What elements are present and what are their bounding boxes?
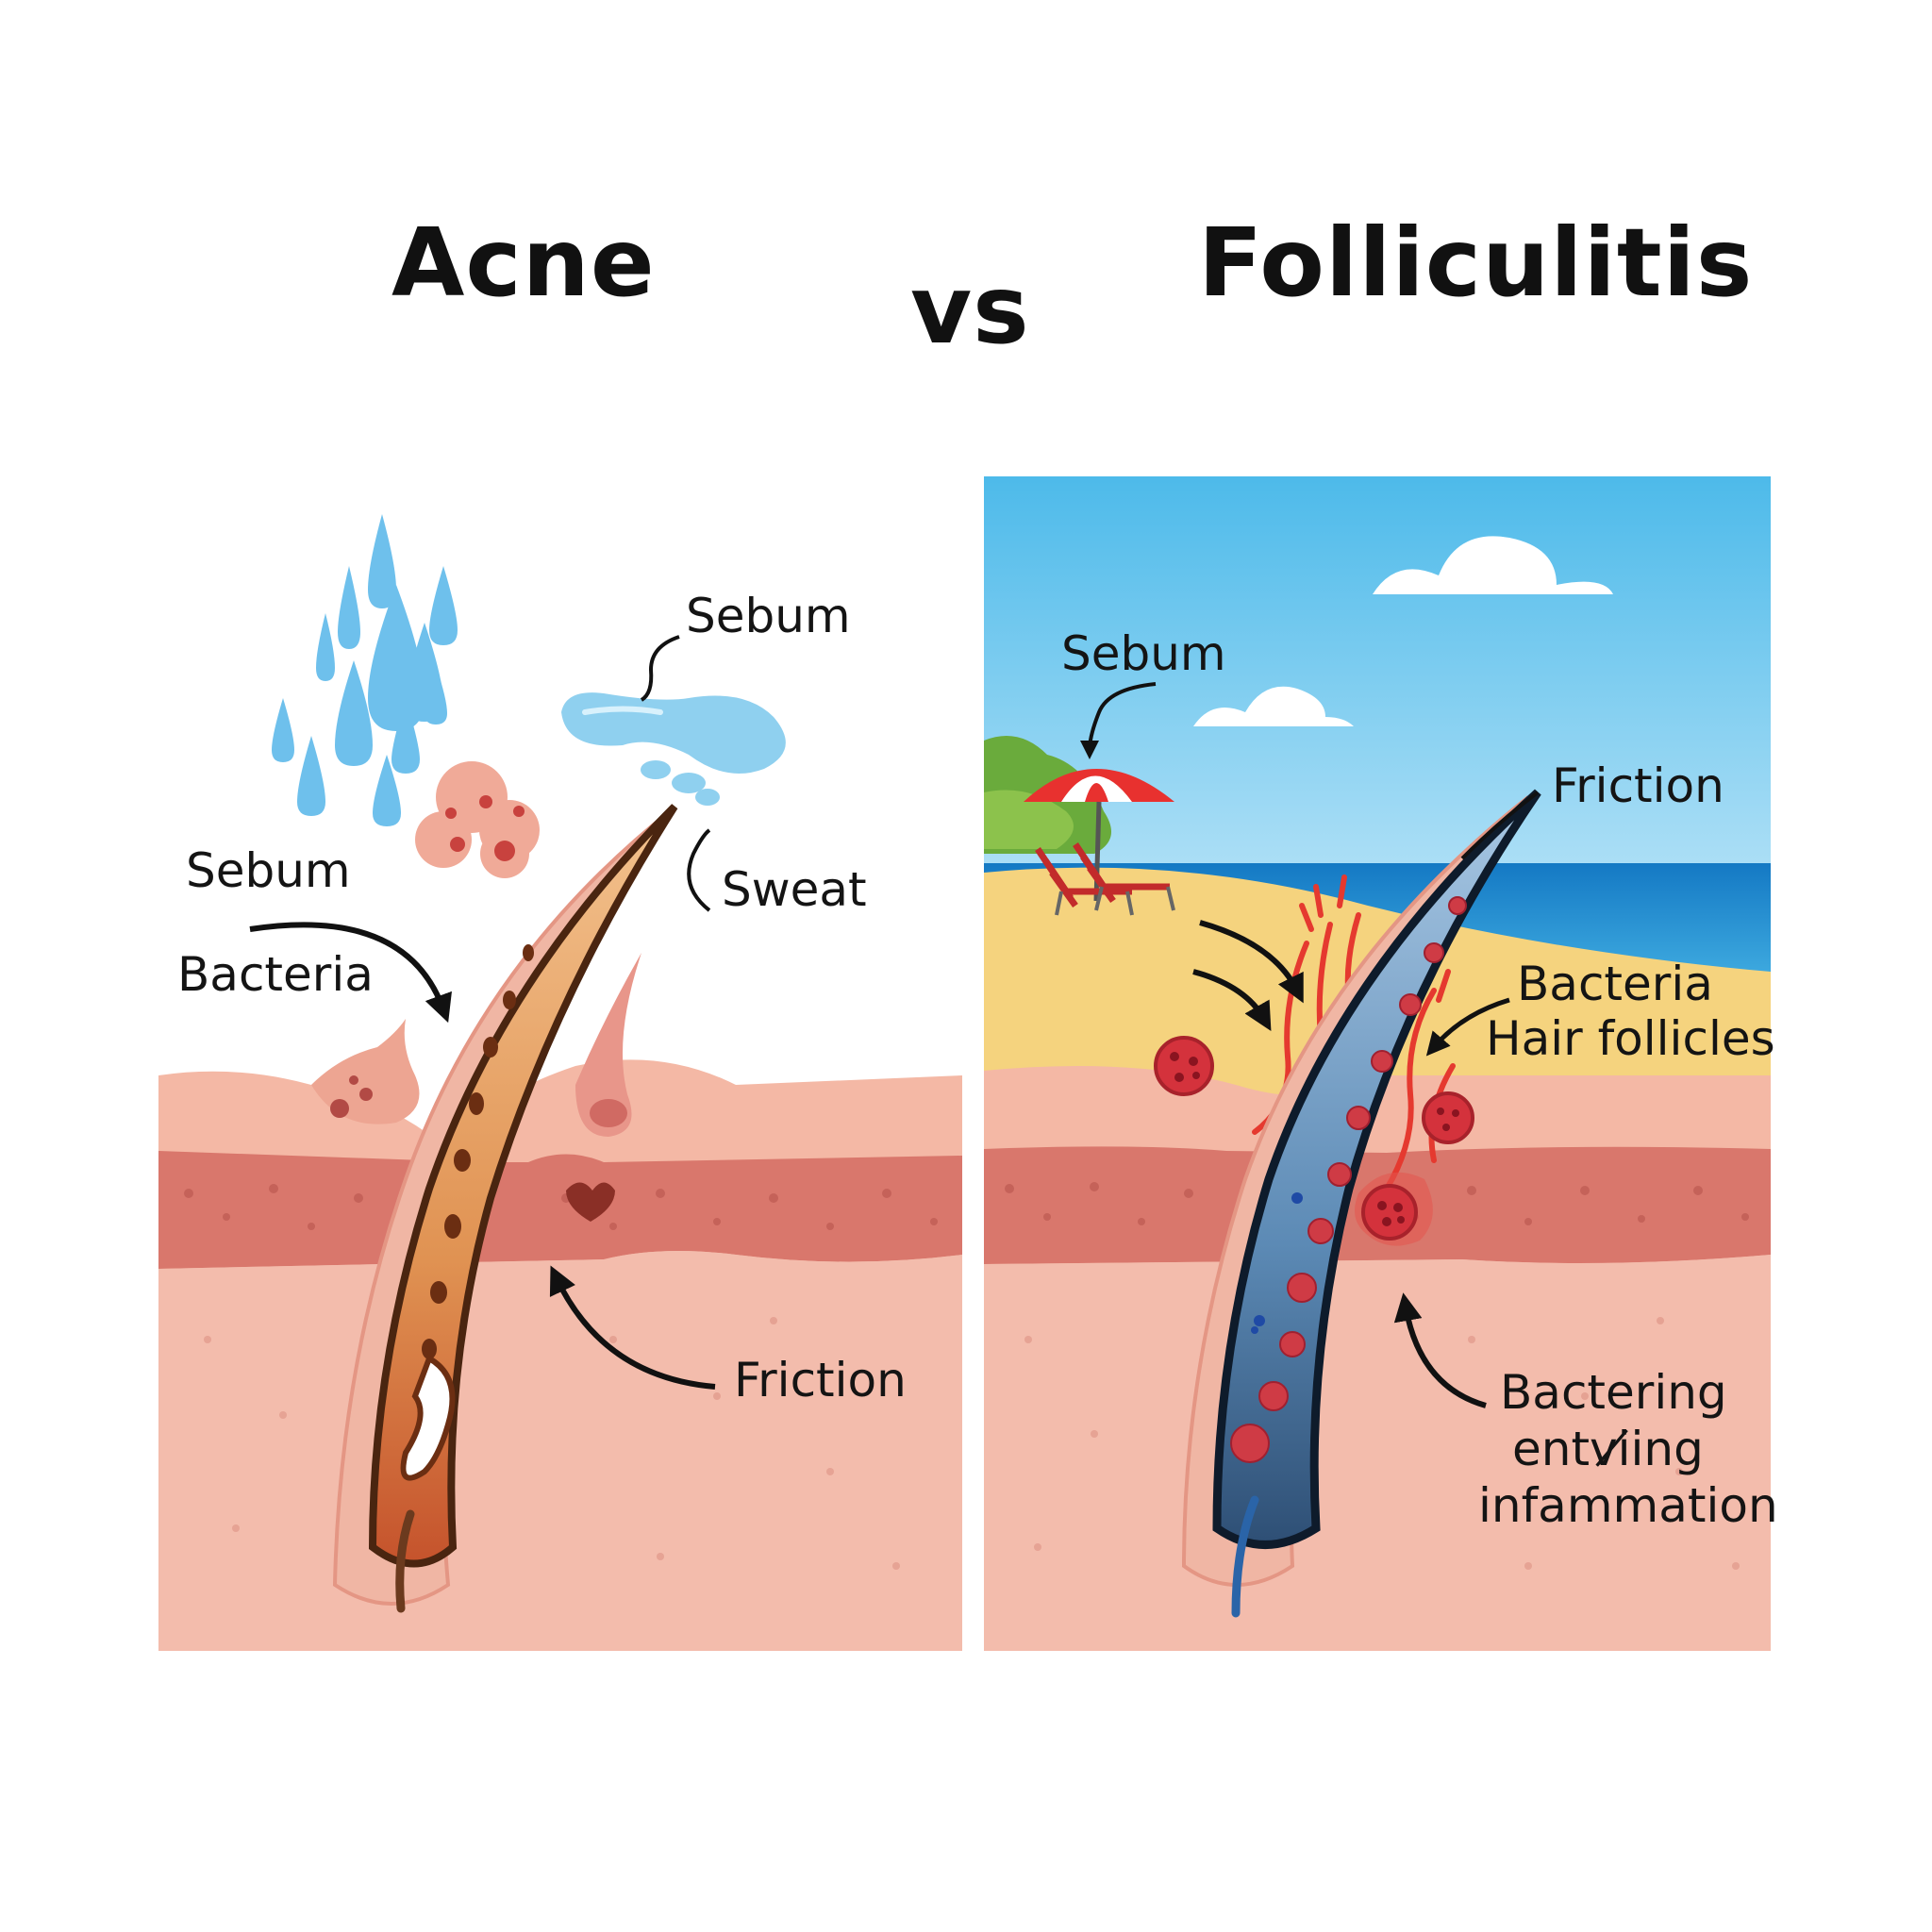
folliculitis-deep-skin	[984, 1255, 1771, 1651]
sweat-drops-icon	[272, 514, 458, 826]
acne-panel	[158, 514, 962, 1651]
acne-title: Acne	[391, 208, 656, 318]
folliculitis-inflammation-arrow	[1393, 1292, 1487, 1408]
folliculitis-bottom-label-line3: infammation	[1478, 1478, 1778, 1533]
vs-title: vs	[910, 255, 1030, 365]
folliculitis-sebum-label: Sebum	[1061, 626, 1226, 681]
acne-hair-root	[395, 1509, 415, 1613]
acne-sebum-top-label: Sebum	[686, 589, 851, 643]
folliculitis-bacteria-arrow	[1425, 997, 1510, 1057]
acne-sebum-side-label: Sebum	[186, 843, 351, 898]
acne-pimple-left	[311, 1019, 420, 1124]
acne-follicle-plug	[400, 1354, 456, 1481]
folliculitis-deep-speckles	[1024, 1317, 1740, 1570]
bacteria-cell-icon	[1154, 1036, 1474, 1241]
deck-chair-legs	[1055, 886, 1175, 916]
folliculitis-hair-follicles-label: Hair follicles	[1486, 1011, 1775, 1066]
acne-sebum-leader-line	[640, 635, 680, 702]
acne-friction-label: Friction	[734, 1353, 907, 1407]
acne-bacteria-arrow	[249, 922, 452, 1024]
folliculitis-bottom-label-line1: Bactering	[1500, 1365, 1727, 1420]
acne-inflammation-spot	[566, 1182, 615, 1222]
folliculitis-blue-dots	[1251, 1192, 1303, 1334]
acne-sweat-leader-line	[687, 828, 711, 912]
folliculitis-sebum-arrow	[1080, 682, 1157, 759]
acne-friction-arrow	[549, 1265, 716, 1390]
acne-sebum-blob-icon	[561, 692, 786, 806]
folliculitis-friction-line	[1460, 791, 1540, 860]
folliculitis-hair-root	[1231, 1495, 1259, 1618]
folliculitis-panel	[984, 476, 1771, 1651]
beach-greenery-light	[984, 790, 1074, 849]
folliculitis-friction-label: Friction	[1552, 758, 1724, 813]
acne-follicle-sebum-dots	[422, 944, 534, 1359]
folliculitis-arrow-1	[1199, 920, 1304, 1004]
acne-deep-speckles	[204, 1317, 900, 1570]
acne-sweat-label: Sweat	[722, 862, 867, 917]
beach-umbrella-icon	[1024, 769, 1174, 902]
folliculitis-arrow-2	[1192, 969, 1272, 1032]
acne-pimple-right-core	[590, 1099, 627, 1127]
folliculitis-bacteria-label: Bacteria	[1517, 957, 1713, 1011]
acne-deep-skin	[158, 1251, 962, 1651]
acne-pimple-right	[575, 953, 641, 1137]
cloud-icon	[1193, 536, 1656, 726]
folliculitis-title: Folliculitis	[1198, 208, 1754, 318]
acne-dermis-band	[158, 1151, 962, 1269]
acne-bacteria-cluster-icon	[415, 761, 540, 878]
folliculitis-bottom-label-line2: entvi̸ing	[1512, 1422, 1704, 1476]
deck-chair-icon	[1035, 842, 1170, 908]
folliculitis-bacteria-in-follicle	[1230, 896, 1467, 1463]
acne-bacteria-label: Bacteria	[177, 947, 374, 1002]
acne-pimple-pores	[330, 1075, 373, 1118]
